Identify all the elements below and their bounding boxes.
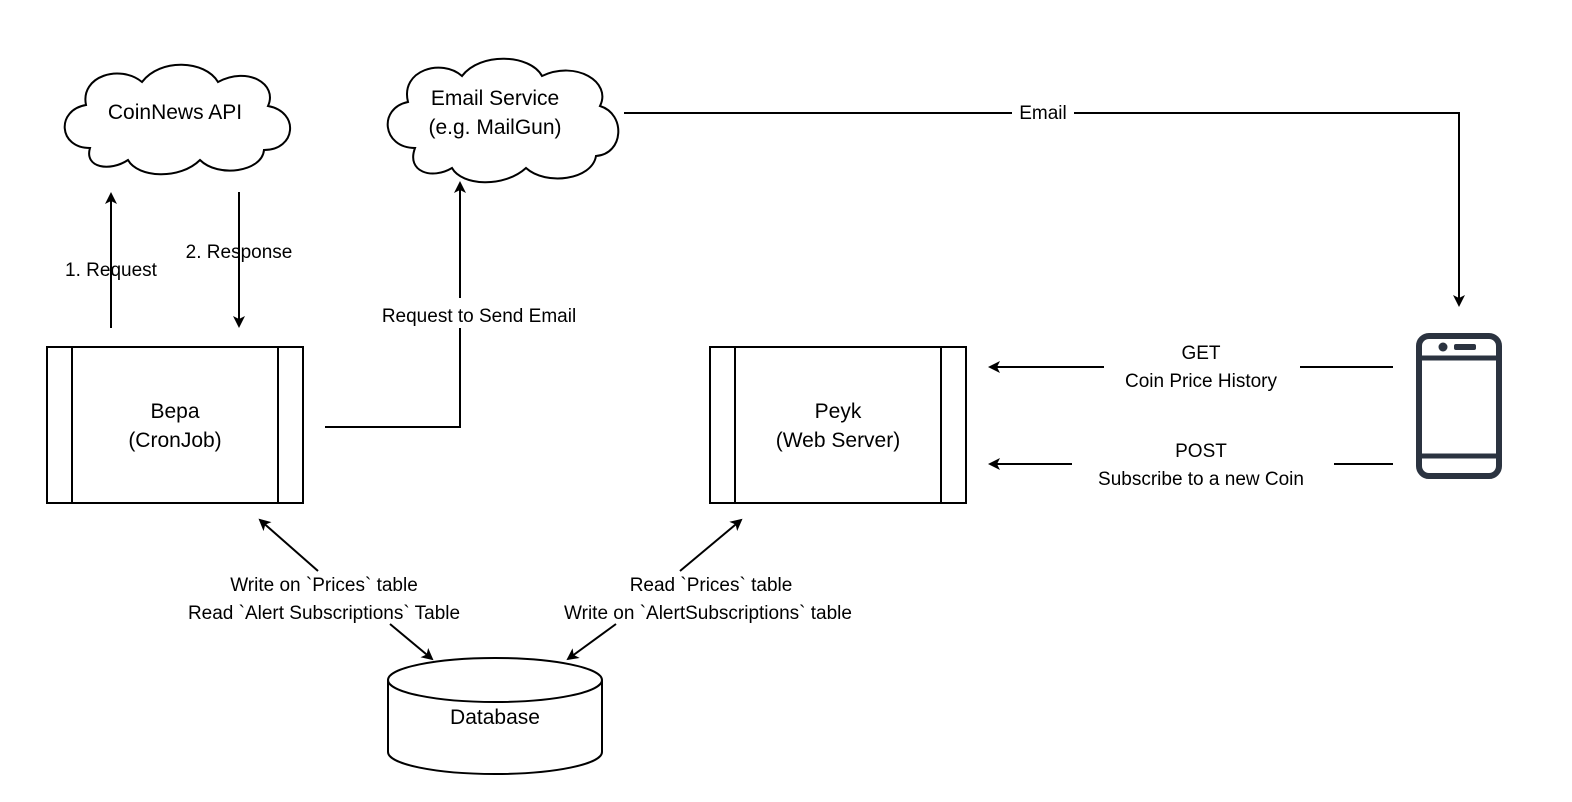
peyk-db-write-label: Write on `AlertSubscriptions` table	[564, 603, 852, 624]
post-subscribe-edge: POST Subscribe to a new Coin	[988, 441, 1393, 494]
post-method-label: POST	[1175, 441, 1227, 462]
response-edge: 2. Response	[186, 192, 293, 328]
bepa-db-write-label: Write on `Prices` table	[230, 575, 418, 596]
bepa-role-label: (CronJob)	[128, 429, 221, 452]
bepa-cronjob-node: Bepa (CronJob)	[46, 346, 304, 504]
coinnews-api-label: CoinNews API	[108, 101, 242, 124]
database-label: Database	[450, 706, 540, 729]
peyk-database-edge: Read `Prices` table Write on `AlertSubsc…	[564, 518, 852, 661]
email-service-example-label: (e.g. MailGun)	[428, 116, 561, 139]
response-label: 2. Response	[186, 242, 293, 263]
email-label: Email	[1019, 103, 1067, 124]
email-service-label: Email Service	[431, 87, 559, 110]
get-price-history-edge: GET Coin Price History	[988, 343, 1393, 396]
request-edge: 1. Request	[65, 192, 158, 328]
get-price-history-label: Coin Price History	[1125, 371, 1278, 392]
send-email-request-edge: Request to Send Email	[325, 181, 604, 428]
bepa-label: Bepa	[150, 400, 199, 423]
email-service-cloud: Email Service (e.g. MailGun)	[386, 57, 620, 184]
email-edge: Email	[624, 100, 1465, 307]
smartphone-icon	[1416, 333, 1502, 479]
database-node: Database	[387, 657, 603, 775]
coinnews-api-cloud: CoinNews API	[63, 63, 292, 176]
peyk-label: Peyk	[815, 400, 862, 423]
get-method-label: GET	[1181, 343, 1220, 364]
post-subscribe-label: Subscribe to a new Coin	[1098, 469, 1304, 490]
request-label: 1. Request	[65, 260, 158, 281]
bepa-db-read-label: Read `Alert Subscriptions` Table	[188, 603, 460, 624]
send-email-request-label: Request to Send Email	[382, 306, 576, 327]
peyk-web-server-node: Peyk (Web Server)	[709, 346, 967, 504]
bepa-database-edge: Write on `Prices` table Read `Alert Subs…	[188, 518, 460, 661]
peyk-db-read-label: Read `Prices` table	[630, 575, 793, 596]
peyk-role-label: (Web Server)	[776, 429, 900, 452]
